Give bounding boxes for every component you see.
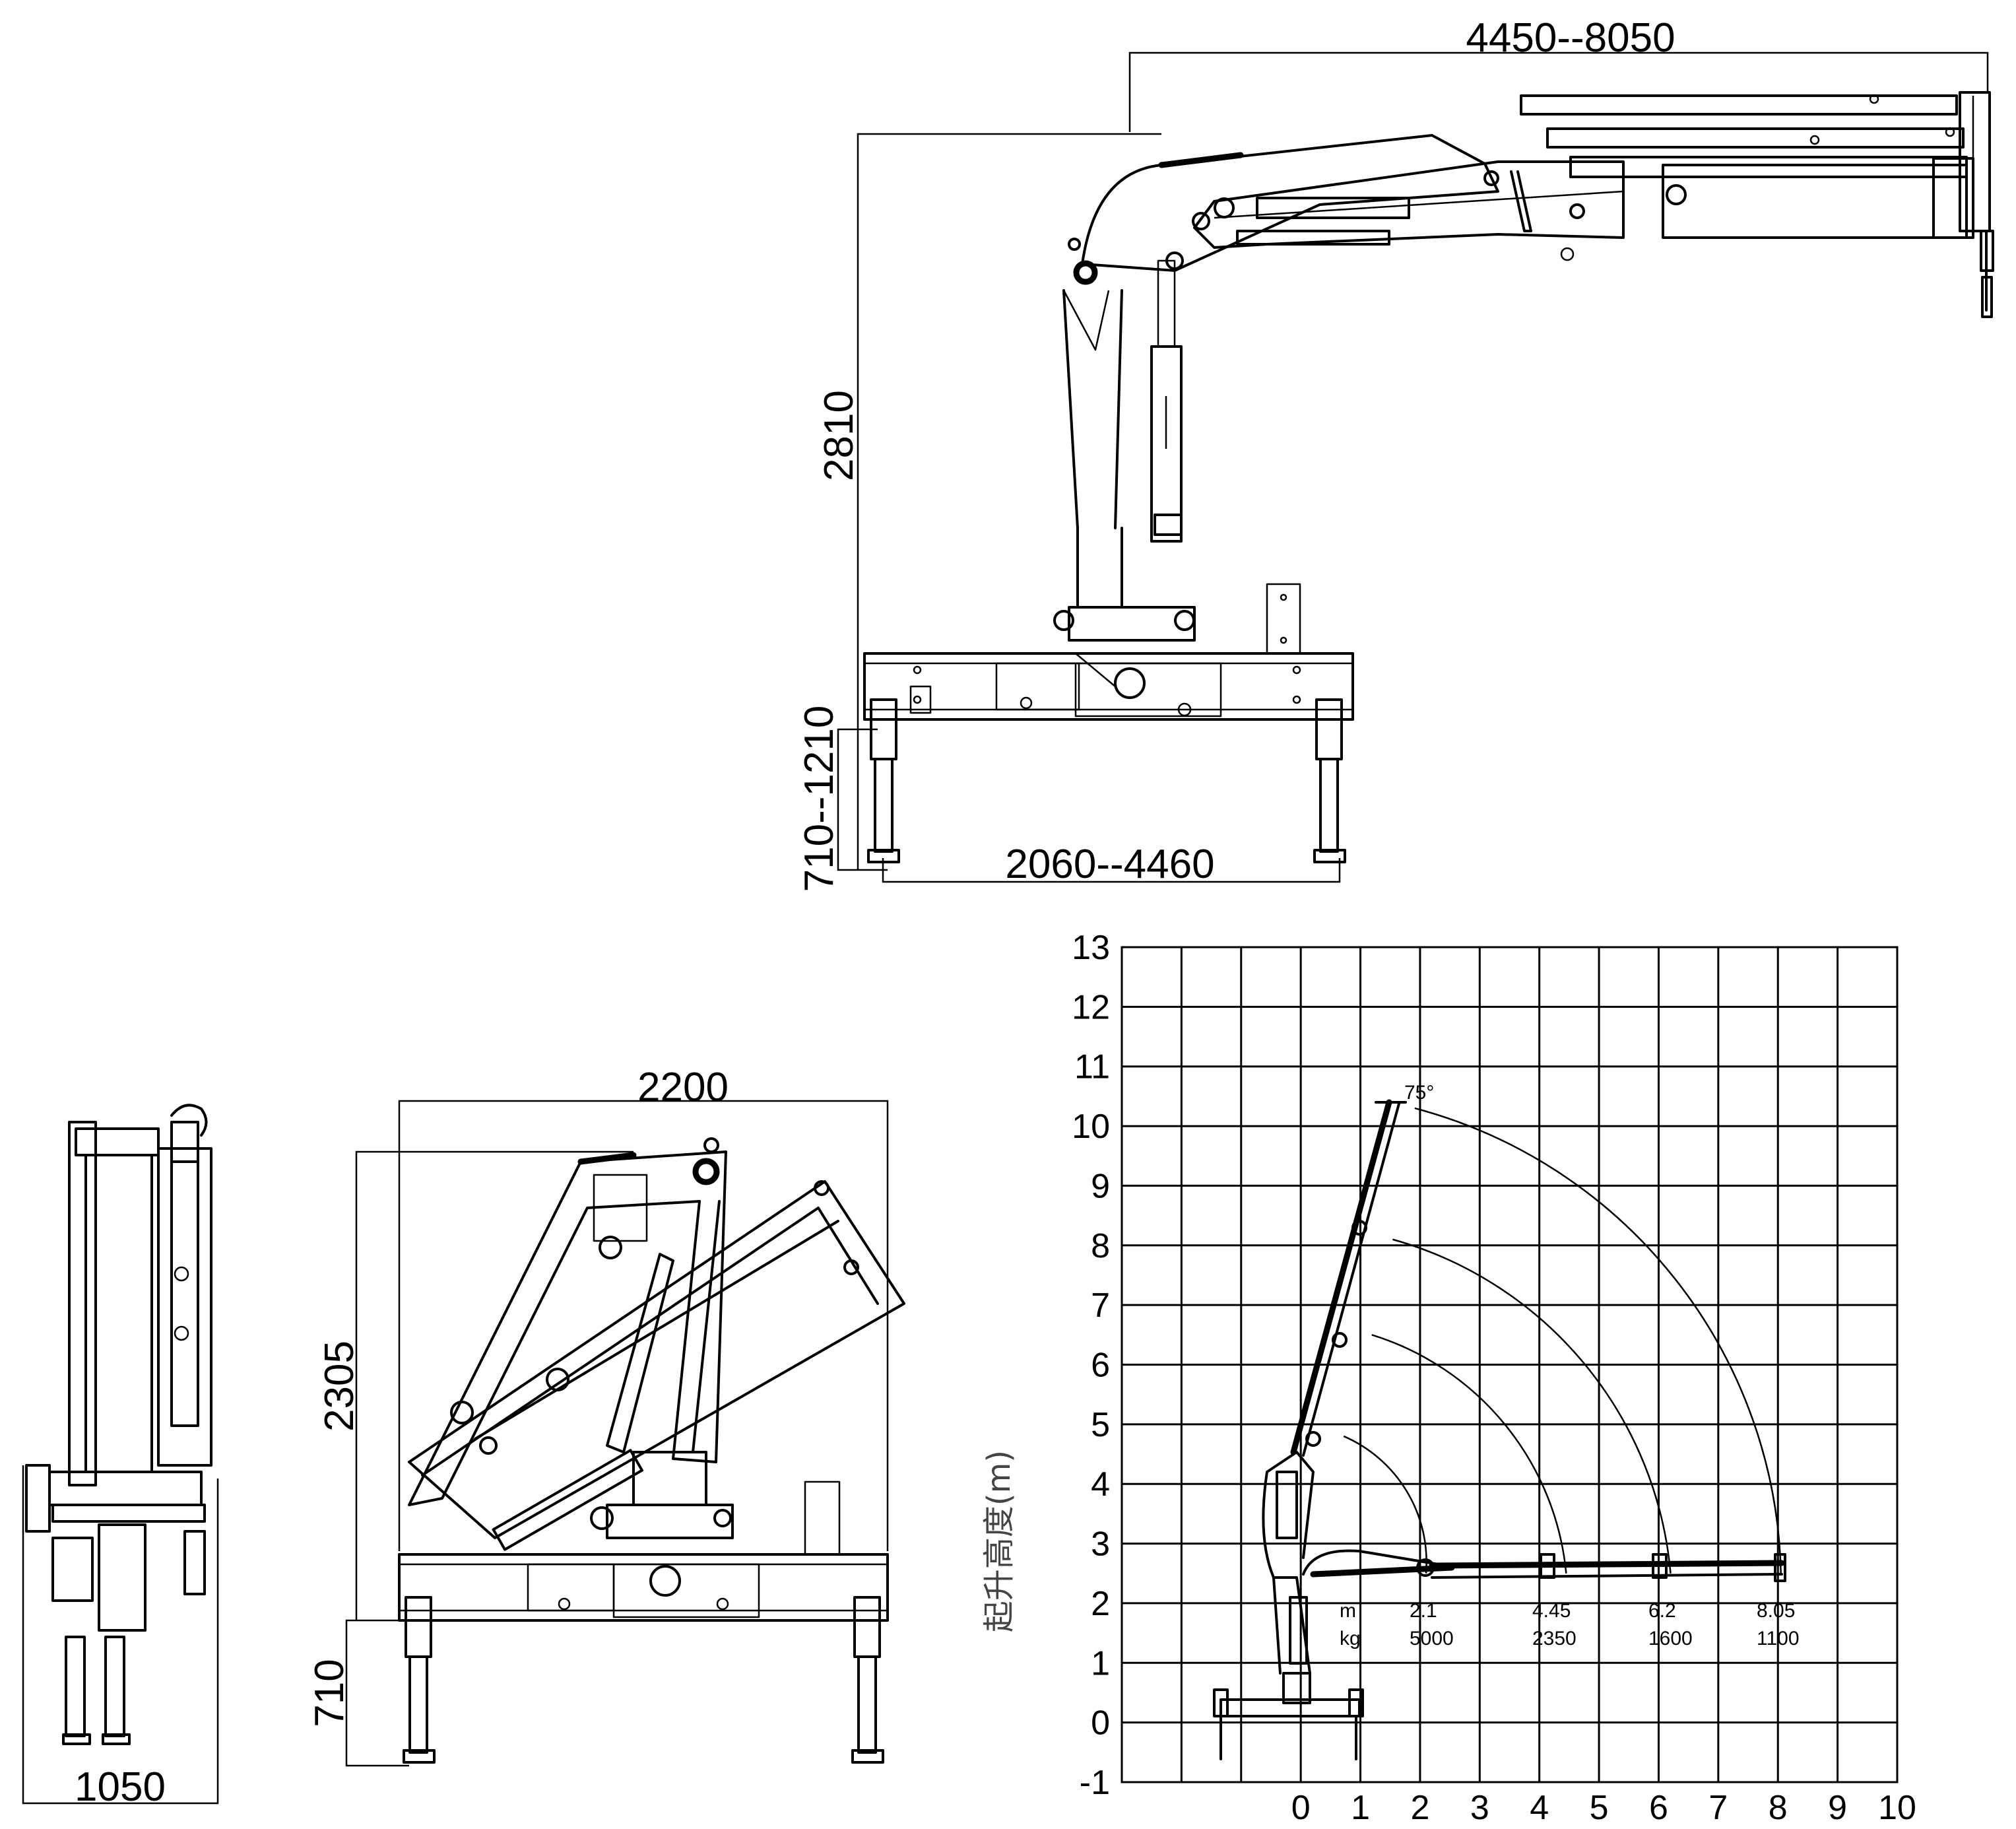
crane-base-frame — [863, 583, 1354, 721]
range-arc — [1392, 1238, 1672, 1574]
y-tick-label: 7 — [1091, 1286, 1110, 1325]
crane-hook — [1980, 230, 1994, 318]
outrigger-span-dimension: 2060--4460 — [882, 842, 1341, 887]
x-tick-label: 2 — [1410, 1789, 1429, 1827]
crane-column — [1053, 289, 1196, 642]
y-tick-label: 8 — [1091, 1227, 1110, 1265]
crane-extended-view: 4450--8050 2810 710--1210 2060--4460 — [797, 15, 1994, 892]
crane-legs — [867, 685, 1346, 863]
transport-height-label: 2305 — [317, 1341, 362, 1432]
side-width-label: 1050 — [75, 1764, 166, 1810]
y-tick-label: 6 — [1091, 1347, 1110, 1385]
x-tick-label: 7 — [1708, 1789, 1728, 1827]
load-table-load: 1600 — [1648, 1628, 1693, 1649]
transport-width-label: 2200 — [637, 1065, 729, 1110]
chart-y-axis-label: 起升高度(m) — [981, 1450, 1018, 1632]
x-tick-label: 9 — [1828, 1789, 1847, 1827]
load-table-radius: 2.1 — [1410, 1600, 1437, 1622]
x-tick-label: 6 — [1649, 1789, 1668, 1827]
chart-crane-silhouette — [1213, 1099, 1786, 1760]
x-tick-label: 1 — [1351, 1789, 1370, 1827]
chart-range-arcs — [1343, 1107, 1782, 1574]
reach-dimension: 4450--8050 — [1128, 15, 1989, 132]
y-tick-label: 0 — [1091, 1704, 1110, 1743]
range-arc — [1371, 1334, 1567, 1574]
transport-height-dimension: 2305 — [317, 1150, 634, 1620]
x-tick-label: 0 — [1291, 1789, 1311, 1827]
y-tick-label: 13 — [1072, 929, 1110, 967]
load-table-load: 5000 — [1410, 1628, 1454, 1649]
chart-x-ticks: 0 1 2 3 4 5 6 7 8 9 10 — [1291, 1789, 1916, 1827]
leg-height-label: 710--1210 — [797, 706, 842, 892]
y-tick-label: 10 — [1072, 1108, 1110, 1146]
chart-angle-label: 75° — [1404, 1082, 1434, 1104]
crane-folded-view: 2200 2305 710 — [307, 1065, 905, 1767]
y-tick-label: 11 — [1074, 1048, 1110, 1086]
x-tick-label: 8 — [1769, 1789, 1788, 1827]
y-tick-label: 12 — [1072, 988, 1110, 1026]
transport-leg-height-dimension: 710 — [307, 1619, 409, 1767]
side-width-dimension: 1050 — [22, 1465, 219, 1810]
y-tick-label: 9 — [1091, 1167, 1110, 1205]
x-tick-label: 5 — [1590, 1789, 1609, 1827]
crane-main-boom — [1068, 134, 1499, 285]
range-arc — [1414, 1107, 1782, 1574]
load-table-row-label-m: m — [1340, 1600, 1356, 1622]
crane-outer-boom — [1192, 160, 1687, 261]
load-table-radius: 4.45 — [1532, 1600, 1571, 1622]
range-arc — [1343, 1435, 1427, 1574]
crane-extension-booms — [1520, 91, 1991, 239]
leg-height-dimension: 710--1210 — [797, 706, 888, 892]
x-tick-label: 10 — [1878, 1789, 1916, 1827]
transport-width-dimension: 2200 — [398, 1065, 889, 1551]
x-tick-label: 4 — [1530, 1789, 1549, 1827]
y-tick-label: 1 — [1091, 1644, 1110, 1682]
load-table-load: 2350 — [1532, 1628, 1577, 1649]
outrigger-span-label: 2060--4460 — [1005, 842, 1214, 887]
transport-leg-height-label: 710 — [307, 1659, 352, 1727]
chart-grid — [1121, 946, 1899, 1783]
height-dimension: 2810 — [816, 133, 1161, 870]
reach-label: 4450--8050 — [1466, 15, 1675, 61]
x-tick-label: 3 — [1470, 1789, 1489, 1827]
load-table-radius: 6.2 — [1648, 1600, 1676, 1622]
y-tick-label: 3 — [1091, 1525, 1110, 1564]
y-tick-label: 2 — [1091, 1585, 1110, 1623]
height-label: 2810 — [816, 390, 862, 481]
load-table: m kg 2.1 4.45 6.2 8.05 5000 2350 1600 11… — [1340, 1600, 1800, 1649]
y-tick-label: 5 — [1091, 1406, 1110, 1444]
load-table-radius: 8.05 — [1757, 1600, 1795, 1622]
crane-main-cylinder — [1150, 259, 1183, 543]
y-tick-label: 4 — [1091, 1465, 1110, 1504]
load-table-row-label-kg: kg — [1340, 1628, 1361, 1649]
load-table-load: 1100 — [1757, 1628, 1800, 1649]
crane-side-view: 1050 — [22, 1104, 219, 1810]
y-tick-label: -1 — [1080, 1764, 1110, 1802]
